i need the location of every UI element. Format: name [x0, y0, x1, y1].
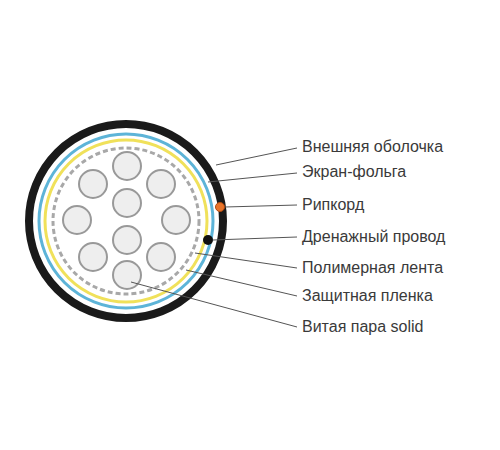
leader-line	[225, 205, 297, 207]
leader-line	[213, 237, 297, 240]
conductor	[113, 261, 141, 289]
drain-wire	[203, 235, 213, 245]
twisted-pairs	[63, 152, 190, 289]
conductor	[79, 170, 107, 198]
leader-line	[195, 253, 297, 268]
conductor	[147, 243, 175, 271]
leader-line	[131, 282, 297, 327]
conductor	[113, 189, 141, 217]
callout-label: Внешняя оболочка	[302, 137, 443, 157]
conductor	[113, 226, 141, 254]
leader-line	[216, 148, 297, 165]
leader-line	[186, 270, 297, 296]
ripcord	[216, 203, 225, 212]
conductor	[162, 206, 190, 234]
conductor	[113, 152, 141, 180]
callout-label: Полимерная лента	[302, 258, 443, 278]
callout-label: Защитная пленка	[302, 286, 433, 306]
outer-sheath	[29, 124, 223, 318]
conductor	[79, 243, 107, 271]
callout-label: Экран-фольга	[302, 162, 406, 182]
polymer-tape	[53, 148, 199, 294]
leader-lines	[131, 148, 297, 327]
callout-label: Дренажный провод	[302, 227, 445, 247]
conductor	[147, 170, 175, 198]
conductor	[63, 206, 91, 234]
callout-label: Рипкорд	[302, 195, 364, 215]
foil-screen	[39, 134, 213, 308]
protective-film	[45, 140, 207, 302]
callout-label: Витая пара solid	[302, 317, 423, 337]
leader-line	[208, 173, 297, 182]
